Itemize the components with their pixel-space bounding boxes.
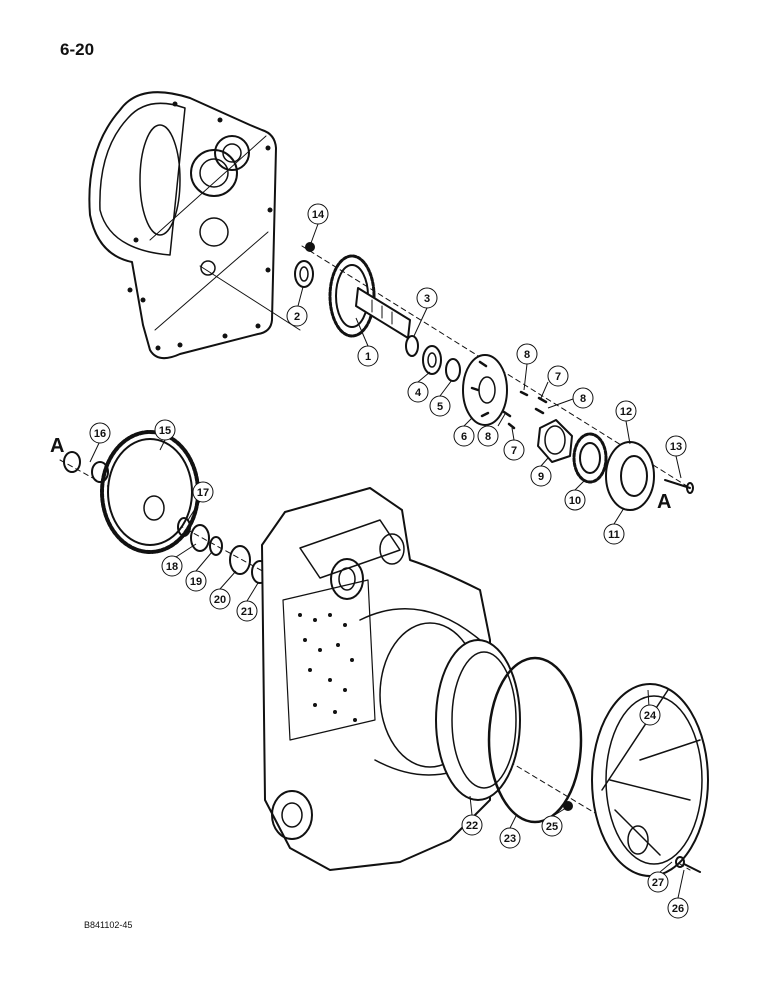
callout-label: 18 <box>166 561 178 573</box>
callout-label: 19 <box>190 576 202 588</box>
part-idler-gear-15 <box>100 430 200 554</box>
part-springs-pins <box>502 390 548 430</box>
callout-label: 7 <box>555 371 561 383</box>
callout-bubble <box>547 365 569 387</box>
callout-label: 9 <box>538 471 544 483</box>
callout-label: 22 <box>466 820 478 832</box>
callout-bubble <box>564 489 586 511</box>
callout-bubble <box>477 425 499 447</box>
figure-code: B841102-45 <box>84 920 133 930</box>
callout-bubble <box>154 419 176 441</box>
part-retainer-11-12 <box>605 441 655 511</box>
callout-label: 27 <box>652 877 664 889</box>
part-washer-17 <box>177 517 191 537</box>
reference-letter-right: A <box>657 491 671 513</box>
callout-label: 13 <box>670 441 682 453</box>
callout-bubble <box>667 897 689 919</box>
callout-label: 20 <box>214 594 226 606</box>
part-bearing-2 <box>294 260 314 288</box>
part-hub-9 <box>537 419 573 463</box>
callout-bubble <box>639 704 661 726</box>
callout-label: 7 <box>511 445 517 457</box>
callout-bubble <box>407 381 429 403</box>
callout-label: 1 <box>365 351 371 363</box>
callout-label: 10 <box>569 495 581 507</box>
callout-bubble <box>647 871 669 893</box>
callout-label: 12 <box>620 406 632 418</box>
upper-housing <box>88 91 301 360</box>
callout-label: 8 <box>580 393 586 405</box>
callout-label: 5 <box>437 401 443 413</box>
reference-letter-left: A <box>50 435 64 457</box>
callout-bubble <box>541 815 563 837</box>
page-number: 6-20 <box>60 40 95 59</box>
part-ball <box>305 242 315 252</box>
part-seal-ring-23 <box>487 656 583 824</box>
callout-bubble <box>357 345 379 367</box>
callout-label: 23 <box>504 833 516 845</box>
callout-bubble <box>453 425 475 447</box>
part-bolt-26-27 <box>675 856 701 873</box>
part-spacer-5 <box>445 358 461 382</box>
part-gear-10 <box>572 432 608 484</box>
callout-label: 11 <box>608 529 620 541</box>
callout-bubble <box>603 523 625 545</box>
part-gear-shaft <box>328 254 411 339</box>
callout-label: 3 <box>424 293 430 305</box>
part-bearing-4 <box>422 345 442 375</box>
callout-label: 2 <box>294 311 300 323</box>
callout-label: 4 <box>415 387 422 399</box>
part-gasket-22 <box>435 639 521 801</box>
callout-bubble <box>429 395 451 417</box>
callout-label: 16 <box>94 428 106 440</box>
part-bolt-13 <box>664 479 694 494</box>
callout-bubble <box>192 481 214 503</box>
callout-label: 15 <box>159 425 171 437</box>
callout-bubble <box>286 305 308 327</box>
callout-bubble <box>615 400 637 422</box>
main-housing <box>261 487 491 871</box>
callout-bubble <box>307 203 329 225</box>
callout-bubble <box>161 555 183 577</box>
callout-bubble <box>461 814 483 836</box>
callout-bubble <box>665 435 687 457</box>
callout-label: 14 <box>312 209 325 221</box>
callout-bubble <box>572 387 594 409</box>
part-plate-6 <box>462 354 508 426</box>
callout-label: 21 <box>241 606 253 618</box>
callout-bubble <box>209 588 231 610</box>
callout-bubble <box>499 827 521 849</box>
callout-label: 8 <box>524 349 530 361</box>
callout-bubble <box>89 422 111 444</box>
callout-bubble <box>185 570 207 592</box>
callout-bubble <box>516 343 538 365</box>
callout-bubble <box>236 600 258 622</box>
callout-label: 8 <box>485 431 491 443</box>
part-cover-24 <box>591 683 709 877</box>
callout-bubble <box>416 287 438 309</box>
part-bearing-16 <box>63 451 109 483</box>
callout-label: 17 <box>197 487 209 499</box>
part-washer-3 <box>405 335 419 357</box>
callout-label: 6 <box>461 431 467 443</box>
callout-label: 25 <box>546 821 558 833</box>
callout-bubble <box>530 465 552 487</box>
callout-label: 24 <box>644 710 657 722</box>
callout-label: 26 <box>672 903 684 915</box>
callout-bubble <box>503 439 525 461</box>
